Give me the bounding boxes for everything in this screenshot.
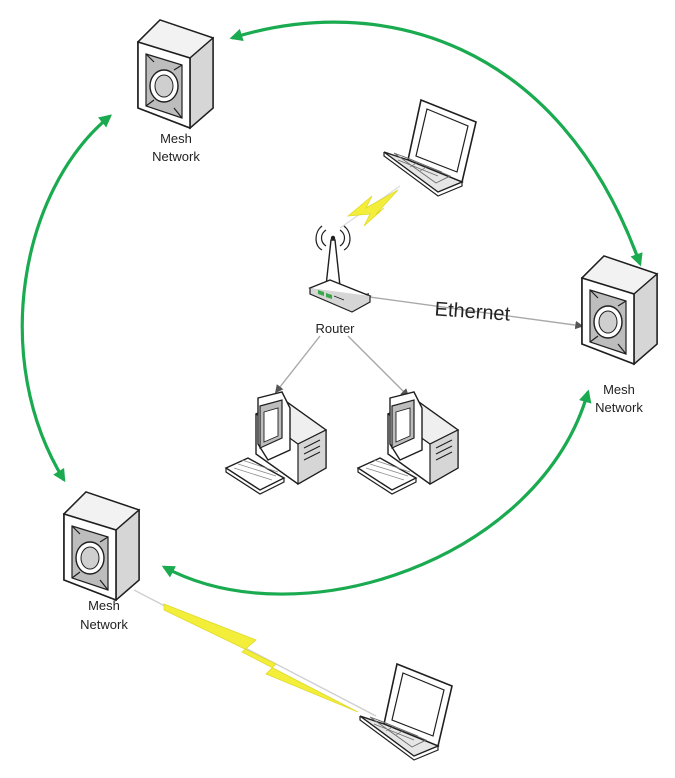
router-icon [309, 225, 371, 313]
router-label: Router [315, 321, 355, 336]
ethernet-line [360, 292, 584, 330]
mesh-bottom-left-label-line2: Network [80, 617, 128, 632]
router-to-desktop-right-line [347, 335, 410, 398]
mesh-right-label-line2: Network [595, 400, 643, 415]
mesh-server-right-icon [581, 255, 658, 365]
ethernet-label: Ethernet [434, 298, 511, 325]
mesh-server-bottom-left-icon [63, 491, 140, 601]
wireless-bolt-router-laptop [346, 189, 399, 227]
mesh-top-left-label-line1: Mesh [160, 131, 192, 146]
mesh-link-bottom-right [161, 389, 592, 596]
mesh-top-left-label-line2: Network [152, 149, 200, 164]
mesh-link-top-right [229, 20, 643, 267]
mesh-bottom-left-label-line1: Mesh [88, 598, 120, 613]
desktop-left-icon [225, 391, 327, 495]
mesh-right-label-line1: Mesh [603, 382, 635, 397]
laptop-bottom-icon [359, 663, 453, 761]
wireless-bolt-mesh-laptop [163, 603, 359, 713]
mesh-link-left [20, 114, 112, 483]
mesh-server-top-left-icon [137, 19, 214, 129]
router-to-desktop-left-line [274, 335, 321, 394]
laptop-top-icon [383, 99, 477, 197]
desktop-right-icon [357, 391, 459, 495]
